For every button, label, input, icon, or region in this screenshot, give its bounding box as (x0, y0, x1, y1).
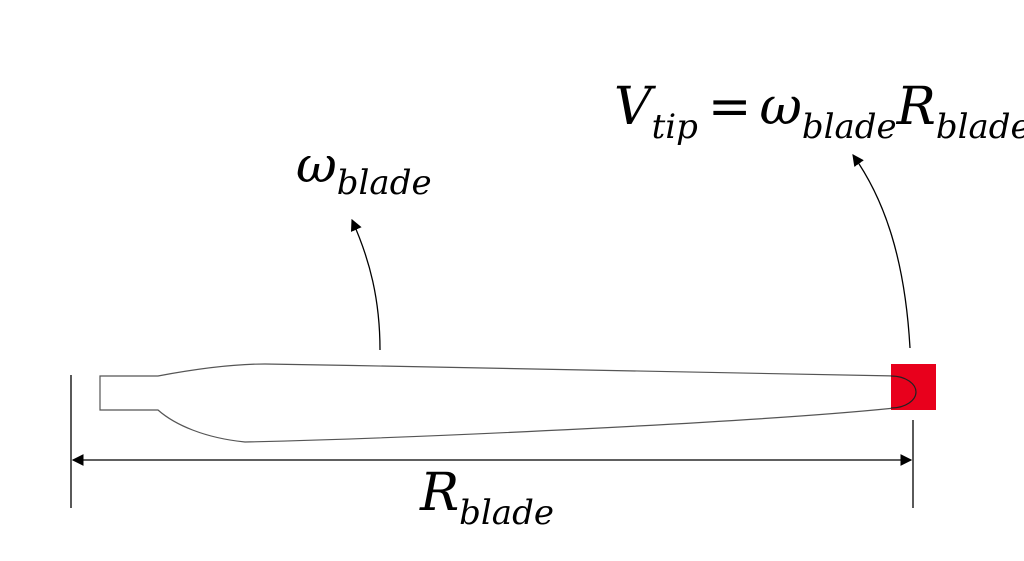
omega-symbol: ω (296, 136, 337, 194)
radius-subscript: blade (459, 493, 554, 533)
omega-subscript: blade (337, 163, 432, 203)
eq-omega-symbol: ω (759, 77, 801, 137)
blade-radius-label: Rblade (419, 463, 554, 533)
eq-r-subscript: blade (936, 107, 1024, 147)
tip-speed-equation: Vtip=ωbladeRblade (614, 77, 1024, 147)
rotation-arrow-mid (350, 218, 381, 351)
angular-velocity-label: ωblade (296, 136, 432, 203)
blade-tip-outline (890, 375, 917, 409)
eq-r-symbol: R (896, 77, 936, 137)
v-symbol: V (614, 77, 656, 137)
v-subscript: tip (652, 107, 698, 147)
blade-tip-marker (891, 364, 936, 410)
rotation-arrow-tip (852, 154, 911, 349)
eq-omega-subscript: blade (802, 107, 897, 147)
blade-outline (99, 363, 896, 443)
radius-symbol: R (419, 463, 459, 523)
equals-sign: = (708, 77, 752, 137)
